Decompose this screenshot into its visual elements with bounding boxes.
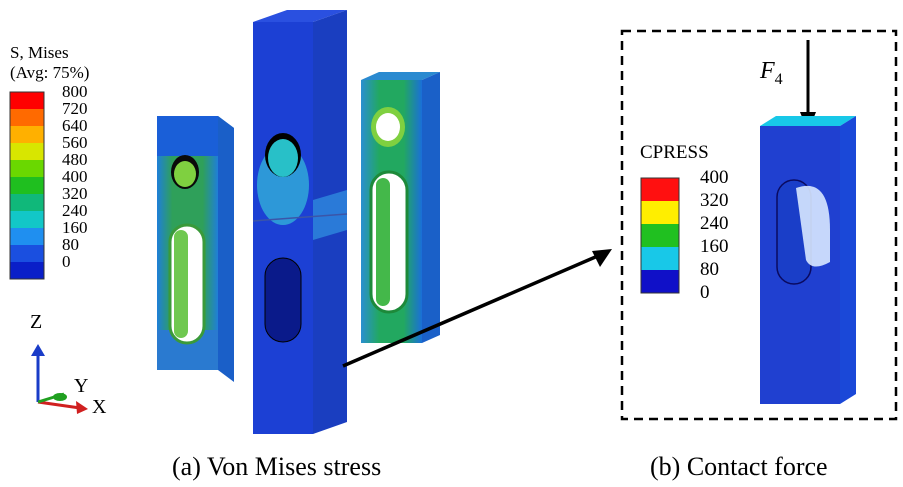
cpress-tick-labels: 400 320 240 160 80 0 <box>700 167 750 310</box>
mises-tick: 480 <box>62 150 88 169</box>
force-subscript: 4 <box>774 70 783 88</box>
force-symbol: F <box>760 58 775 84</box>
cpress-band-0 <box>641 178 679 201</box>
mises-tick-labels: 800 720 640 560 480 400 320 240 160 80 0 <box>62 82 112 284</box>
mises-tick: 240 <box>62 201 88 220</box>
axis-y-label: Y <box>74 375 89 397</box>
mises-tick: 320 <box>62 184 88 203</box>
caption-b: (b) Contact force <box>650 452 828 481</box>
mises-tick: 400 <box>62 167 88 186</box>
mises-band-1 <box>10 109 44 126</box>
mises-legend-title: S, Mises (Avg: 75%) <box>10 43 89 83</box>
mises-band-9 <box>10 245 44 262</box>
cpress-band-2 <box>641 224 679 247</box>
axis-triad-icon <box>31 344 88 414</box>
mises-tick: 560 <box>62 133 88 152</box>
mises-colorbar <box>9 91 45 280</box>
mises-band-2 <box>10 126 44 143</box>
mises-band-6 <box>10 194 44 211</box>
axis-x-label: X <box>92 396 107 418</box>
cpress-tick: 240 <box>700 213 729 234</box>
cpress-tick: 160 <box>700 236 729 257</box>
caption-a: (a) Von Mises stress <box>172 452 382 481</box>
left-plate <box>157 116 234 382</box>
center-bar <box>252 10 348 434</box>
contact-block <box>760 116 856 404</box>
cpress-band-4 <box>641 270 679 293</box>
cpress-band-1 <box>641 201 679 224</box>
cpress-band-3 <box>641 247 679 270</box>
cpress-tick: 0 <box>700 282 710 303</box>
mises-band-3 <box>10 143 44 160</box>
mises-band-8 <box>10 228 44 245</box>
mises-band-7 <box>10 211 44 228</box>
callout-arrow <box>342 249 612 368</box>
mises-title-line2: (Avg: 75%) <box>10 63 90 82</box>
cpress-legend-title: CPRESS <box>640 142 709 163</box>
force-label: F4 <box>760 58 783 89</box>
cpress-tick: 320 <box>700 190 729 211</box>
right-plate <box>361 72 440 343</box>
mises-tick: 160 <box>62 218 88 237</box>
cpress-colorbar <box>640 177 680 294</box>
mises-band-10 <box>10 262 44 279</box>
mises-band-0 <box>10 92 44 109</box>
detail-frame <box>620 29 898 421</box>
mises-tick: 0 <box>62 252 71 271</box>
mises-band-4 <box>10 160 44 177</box>
mises-tick: 640 <box>62 116 88 135</box>
cpress-tick: 400 <box>700 167 729 188</box>
cpress-tick: 80 <box>700 259 719 280</box>
mises-band-5 <box>10 177 44 194</box>
mises-tick: 720 <box>62 99 88 118</box>
mises-tick: 800 <box>62 82 88 101</box>
mises-tick: 80 <box>62 235 79 254</box>
axis-z-label: Z <box>30 311 43 333</box>
mises-title-line1: S, Mises <box>10 43 69 62</box>
